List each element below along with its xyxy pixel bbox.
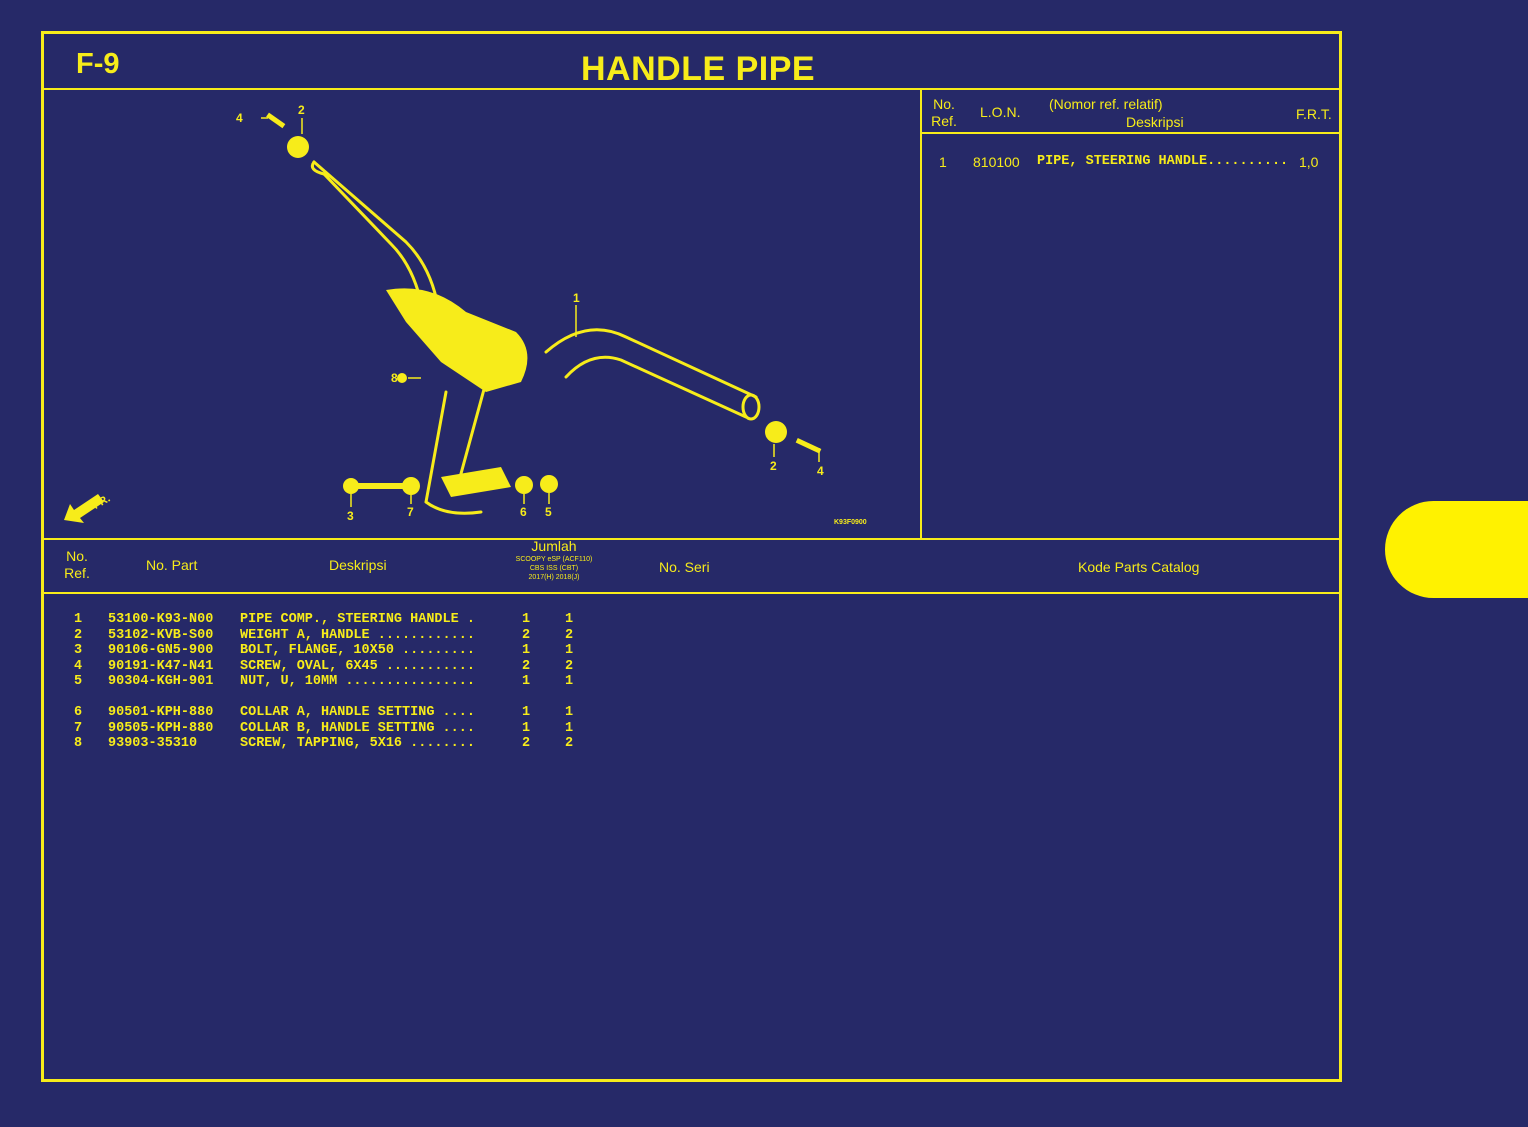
col-kode-parts-catalog: Kode Parts Catalog	[1078, 559, 1200, 575]
svg-text:3: 3	[347, 509, 354, 523]
handle-pipe-diagram: 1 2 4 2 4 8 3 7 6 5 FR. K93F0900	[64, 103, 867, 526]
frt-col-desc-2: Deskripsi	[1126, 114, 1184, 130]
col-jumlah: Jumlah SCOOPY eSP (ACF110) CBS ISS (CBT)…	[515, 538, 593, 581]
frt-col-no-ref: No.Ref.	[931, 96, 957, 129]
col-deskripsi: Deskripsi	[329, 557, 387, 573]
svg-text:8: 8	[391, 371, 398, 385]
svg-text:6: 6	[520, 505, 527, 519]
page-title: HANDLE PIPE	[581, 50, 816, 88]
catalog-page-frame: F-9 HANDLE PIPE No.Ref. L.O.N. (Nomor re…	[41, 31, 1342, 1082]
frt-ref: 1	[939, 154, 947, 170]
frt-col-desc-1: (Nomor ref. relatif)	[1049, 96, 1163, 112]
frt-value: 1,0	[1299, 154, 1319, 170]
divider	[920, 88, 922, 538]
divider	[922, 132, 1339, 134]
svg-text:2: 2	[770, 459, 777, 473]
col-no-seri: No. Seri	[659, 559, 710, 575]
svg-text:4: 4	[236, 111, 243, 125]
divider	[44, 538, 1339, 540]
frt-col-frt: F.R.T.	[1296, 106, 1332, 122]
svg-text:5: 5	[545, 505, 552, 519]
divider	[44, 592, 1339, 594]
svg-text:2: 2	[298, 103, 305, 117]
svg-text:1: 1	[573, 291, 580, 305]
divider	[44, 88, 1339, 90]
svg-text:K93F0900: K93F0900	[834, 519, 867, 526]
frt-desc: PIPE, STEERING HANDLE..........	[1037, 154, 1289, 169]
frt-lon: 810100	[973, 154, 1020, 170]
frt-col-lon: L.O.N.	[980, 104, 1021, 120]
page-code: F-9	[76, 48, 120, 80]
svg-text:FR.: FR.	[91, 493, 112, 512]
side-navigation-tab[interactable]	[1385, 501, 1528, 598]
svg-text:4: 4	[817, 464, 824, 478]
col-no-ref: No.Ref.	[64, 548, 90, 581]
svg-text:7: 7	[407, 505, 414, 519]
col-no-part: No. Part	[146, 557, 198, 573]
